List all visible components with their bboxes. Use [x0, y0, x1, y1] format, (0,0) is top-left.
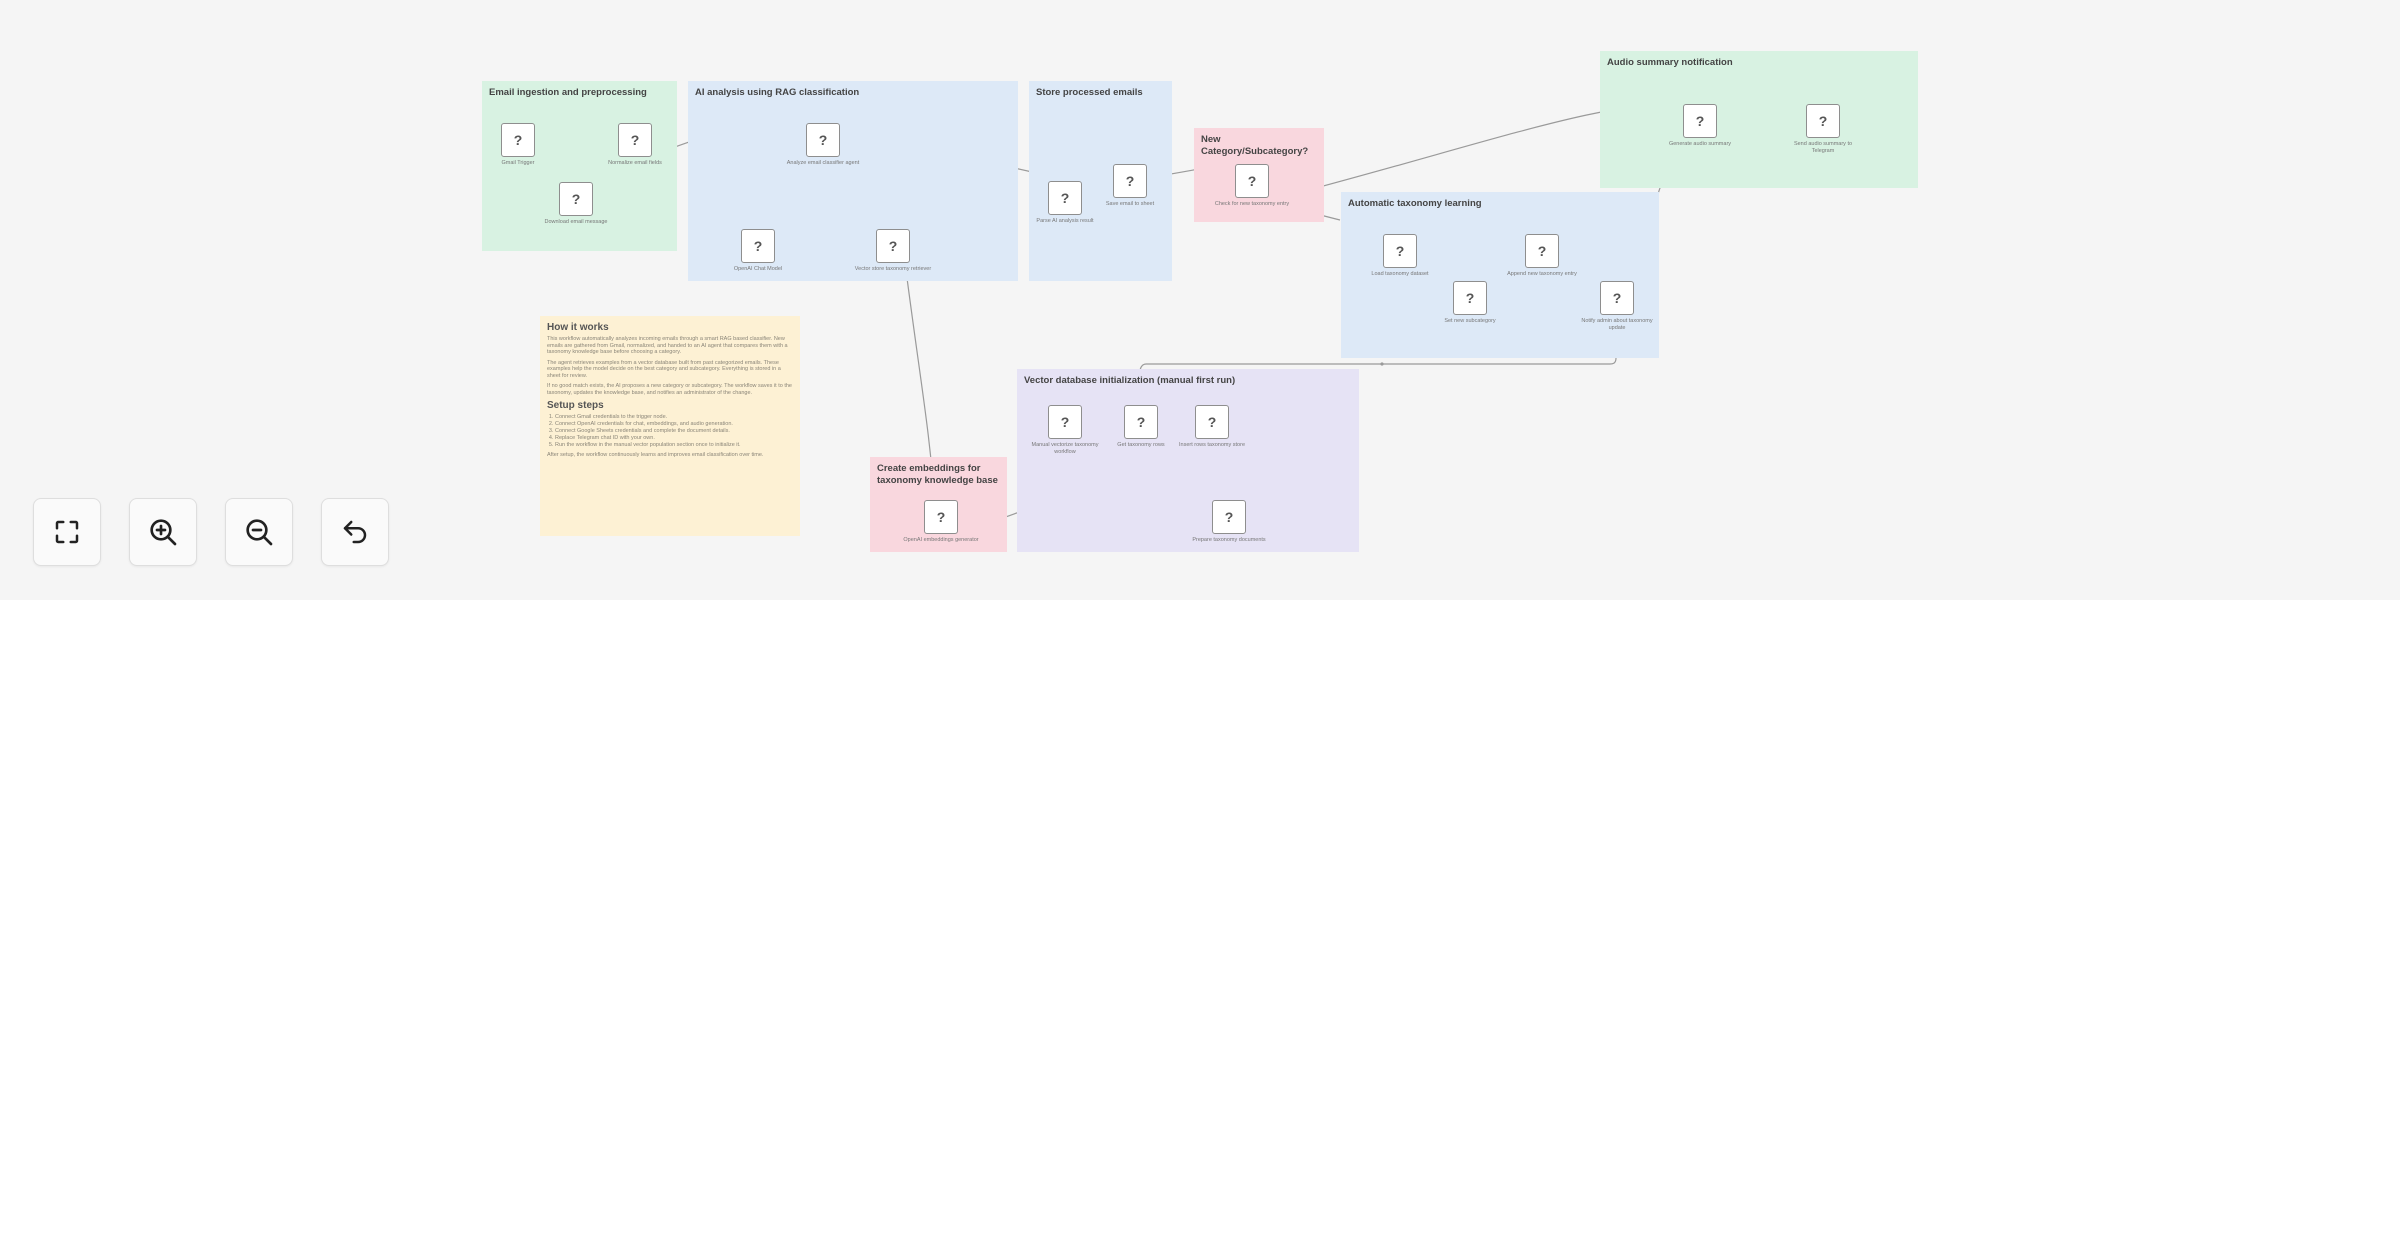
- unknown-node-icon: ?: [1207, 414, 1217, 430]
- node-label: Check for new taxonomy entry: [1214, 201, 1290, 207]
- node-manual-trigger[interactable]: ?: [1048, 405, 1082, 439]
- note-step: Run the workflow in the manual vector po…: [555, 442, 793, 449]
- node-notify-admin[interactable]: ?: [1600, 281, 1634, 315]
- node-label: Generate audio summary: [1668, 141, 1732, 147]
- node-label: Parse AI analysis result: [1036, 218, 1094, 224]
- unknown-node-icon: ?: [1465, 290, 1475, 306]
- group-title: New Category/Subcategory?: [1201, 134, 1309, 157]
- unknown-node-icon: ?: [1395, 243, 1405, 259]
- group-ai-analysis[interactable]: AI analysis using RAG classification: [688, 81, 1018, 281]
- node-label: Notify admin about taxonomy update: [1581, 318, 1653, 331]
- note-paragraph: This workflow automatically analyzes inc…: [547, 336, 788, 355]
- fit-to-view-button[interactable]: [33, 498, 101, 566]
- junction-dot: [1380, 362, 1384, 366]
- node-set-subcategory[interactable]: ?: [1453, 281, 1487, 315]
- note-step: Connect OpenAI credentials for chat, emb…: [555, 421, 793, 428]
- unknown-node-icon: ?: [1136, 414, 1146, 430]
- node-label: Prepare taxonomy documents: [1192, 537, 1266, 543]
- node-label: Normalize email fields: [608, 160, 662, 166]
- node-ai-agent[interactable]: ?: [806, 123, 840, 157]
- node-label: Vector store taxonomy retriever: [854, 266, 932, 272]
- group-vector-init[interactable]: Vector database initialization (manual f…: [1017, 369, 1359, 552]
- unknown-node-icon: ?: [1060, 414, 1070, 430]
- unknown-node-icon: ?: [1247, 173, 1257, 189]
- unknown-node-icon: ?: [818, 132, 828, 148]
- node-label: Get taxonomy rows: [1117, 442, 1165, 448]
- group-title: Automatic taxonomy learning: [1348, 198, 1482, 209]
- group-email-ingestion[interactable]: Email ingestion and preprocessing: [482, 81, 677, 251]
- node-normalize-fields[interactable]: ?: [618, 123, 652, 157]
- node-download-email[interactable]: ?: [559, 182, 593, 216]
- unknown-node-icon: ?: [888, 238, 898, 254]
- node-label: Append new taxonomy entry: [1507, 271, 1577, 277]
- note-paragraph: The agent retrieves examples from a vect…: [547, 359, 781, 379]
- note-footer: After setup, the workflow continuously l…: [547, 452, 764, 458]
- group-title: Create embeddings for taxonomy knowledge…: [877, 463, 998, 486]
- node-label: Manual vectorize taxonomy workflow: [1031, 442, 1099, 455]
- group-audio-summary[interactable]: Audio summary notification: [1600, 51, 1918, 188]
- unknown-node-icon: ?: [630, 132, 640, 148]
- group-title: Store processed emails: [1036, 87, 1143, 98]
- node-openai-chat-model[interactable]: ?: [741, 229, 775, 263]
- zoom-in-icon: [150, 519, 177, 546]
- unknown-node-icon: ?: [1125, 173, 1135, 189]
- unknown-node-icon: ?: [1818, 113, 1828, 129]
- node-vector-store-retriever[interactable]: ?: [876, 229, 910, 263]
- node-insert-vector-store[interactable]: ?: [1195, 405, 1229, 439]
- group-automatic-taxonomy[interactable]: Automatic taxonomy learning: [1341, 192, 1659, 358]
- node-label: OpenAI Chat Model: [733, 266, 783, 272]
- node-label: Download email message: [544, 219, 608, 225]
- note-paragraph: If no good match exists, the AI proposes…: [547, 383, 792, 396]
- node-label: Save email to sheet: [1105, 201, 1155, 207]
- unknown-node-icon: ?: [1537, 243, 1547, 259]
- node-label: Load taxonomy dataset: [1371, 271, 1429, 277]
- node-telegram-send[interactable]: ?: [1806, 104, 1840, 138]
- zoom-in-button[interactable]: [129, 498, 197, 566]
- node-get-taxonomy-rows[interactable]: ?: [1124, 405, 1158, 439]
- group-title: Email ingestion and preprocessing: [489, 87, 647, 98]
- unknown-node-icon: ?: [1060, 190, 1070, 206]
- group-title: Vector database initialization (manual f…: [1024, 375, 1236, 386]
- node-append-taxonomy[interactable]: ?: [1525, 234, 1559, 268]
- node-label: OpenAI embeddings generator: [903, 537, 979, 543]
- reset-view-button[interactable]: [321, 498, 389, 566]
- node-label: Analyze email classifier agent: [786, 160, 860, 166]
- node-label: Insert rows taxonomy store: [1178, 442, 1246, 448]
- note-step: Replace Telegram chat ID with your own.: [555, 435, 793, 442]
- unknown-node-icon: ?: [571, 191, 581, 207]
- node-parse-result[interactable]: ?: [1048, 181, 1082, 215]
- node-gmail-trigger[interactable]: ?: [501, 123, 535, 157]
- node-load-taxonomy[interactable]: ?: [1383, 234, 1417, 268]
- note-step: Connect Google Sheets credentials and co…: [555, 428, 793, 435]
- node-if-new-category[interactable]: ?: [1235, 164, 1269, 198]
- sticky-note-how-it-works[interactable]: How it works This workflow automatically…: [540, 316, 800, 536]
- node-label: Set new subcategory: [1444, 318, 1496, 324]
- node-embeddings-generator[interactable]: ?: [924, 500, 958, 534]
- node-audio-summary[interactable]: ?: [1683, 104, 1717, 138]
- undo-icon: [343, 520, 367, 544]
- node-label: Send audio summary to Telegram: [1793, 141, 1853, 154]
- node-save-email[interactable]: ?: [1113, 164, 1147, 198]
- zoom-out-button[interactable]: [225, 498, 293, 566]
- group-title: AI analysis using RAG classification: [695, 87, 860, 98]
- unknown-node-icon: ?: [513, 132, 523, 148]
- node-label: Gmail Trigger: [501, 160, 535, 166]
- zoom-out-icon: [246, 519, 273, 546]
- node-prepare-documents[interactable]: ?: [1212, 500, 1246, 534]
- fullscreen-icon: [55, 520, 79, 544]
- unknown-node-icon: ?: [936, 509, 946, 525]
- group-title: Audio summary notification: [1607, 57, 1733, 68]
- unknown-node-icon: ?: [1695, 113, 1705, 129]
- note-steps: Connect Gmail credentials to the trigger…: [547, 414, 793, 449]
- unknown-node-icon: ?: [1224, 509, 1234, 525]
- note-title: How it works: [547, 322, 609, 333]
- note-setup-title: Setup steps: [547, 400, 604, 411]
- note-step: Connect Gmail credentials to the trigger…: [555, 414, 793, 421]
- unknown-node-icon: ?: [1612, 290, 1622, 306]
- workflow-canvas[interactable]: Email ingestion and preprocessing AI ana…: [0, 0, 2400, 600]
- unknown-node-icon: ?: [753, 238, 763, 254]
